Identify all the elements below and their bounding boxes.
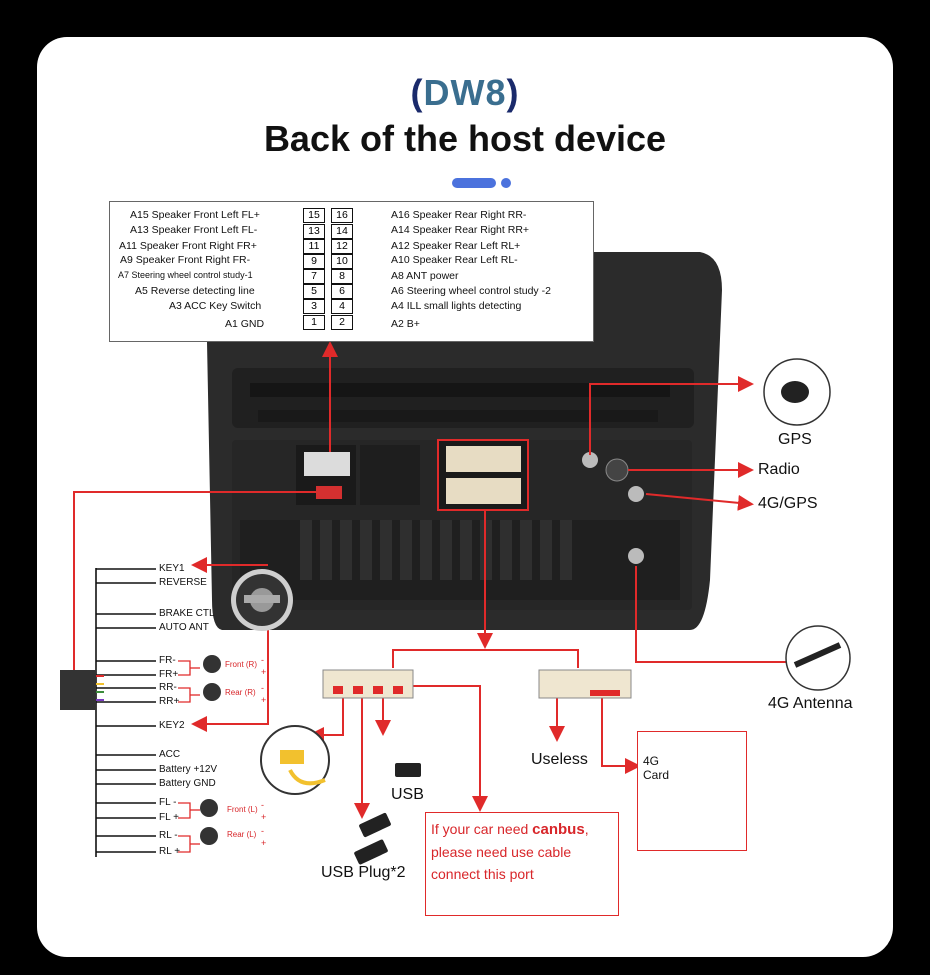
usb-plug-label: USB Plug*2: [321, 864, 406, 881]
polarity-sign: +: [261, 838, 267, 848]
title-underline-dot: [501, 178, 511, 188]
pin-number: 8: [331, 269, 353, 284]
gps4g-label: 4G/GPS: [758, 495, 818, 512]
speaker-label: Front (R): [225, 660, 257, 669]
polarity-sign: +: [261, 812, 267, 822]
pin-label-left: A11 Speaker Front Right FR+: [119, 240, 257, 252]
pin-label-left: A3 ACC Key Switch: [169, 300, 262, 312]
pin-label-left: A1 GND: [225, 318, 265, 330]
wire-label: FL +: [159, 812, 179, 823]
pin-label-right: A14 Speaker Rear Right RR+: [391, 224, 530, 236]
card-4g-label: 4G: [643, 754, 660, 768]
pin-number: 15: [303, 208, 325, 223]
pin-label-left: A7 Steering wheel control study-1: [118, 270, 253, 280]
speaker-label: Rear (R): [225, 688, 256, 697]
usb-label: USB: [391, 786, 424, 803]
wire-label: RR-: [159, 682, 177, 693]
canbus-note: If your car need canbus, please need use…: [425, 812, 619, 916]
wire-label: Battery +12V: [159, 764, 218, 775]
wire-label: KEY1: [159, 563, 185, 574]
polarity-sign: +: [261, 695, 267, 705]
wire-label: ACC: [159, 749, 181, 760]
polarity-sign: -: [261, 800, 264, 810]
pin-number: 2: [331, 315, 353, 330]
card-4g-box: 4G Card: [637, 731, 747, 851]
pin-label-left: A15 Speaker Front Left FL+: [130, 209, 260, 221]
pin-number: 7: [303, 269, 325, 284]
pin-number: 3: [303, 299, 325, 314]
pin-number: 6: [331, 284, 353, 299]
wire-label: FR+: [159, 669, 179, 680]
speaker-label: Rear (L): [227, 830, 257, 839]
pin-label-left: A13 Speaker Front Left FL-: [130, 224, 258, 236]
pin-label-right: A2 B+: [391, 318, 420, 330]
wire-label: FL -: [159, 797, 177, 808]
wire-label: Battery GND: [159, 778, 216, 789]
pin-number: 10: [331, 254, 353, 269]
pin-number: 1: [303, 315, 325, 330]
polarity-sign: -: [261, 655, 264, 665]
pin-number: 13: [303, 224, 325, 239]
canbus-line-2: please need use cable: [431, 844, 572, 860]
wire-label: KEY2: [159, 720, 185, 731]
wire-label: BRAKE CTL: [159, 608, 215, 619]
canbus-line-3: connect this port: [431, 866, 534, 882]
antenna-label: 4G Antenna: [768, 695, 853, 712]
wire-label: AUTO ANT: [159, 622, 209, 633]
pin-label-right: A16 Speaker Rear Right RR-: [391, 209, 527, 221]
wire-label: REVERSE: [159, 577, 207, 588]
pinout-table: A15 Speaker Front Left FL+ 15 16 A16 Spe…: [109, 201, 594, 342]
wire-label: RR+: [159, 696, 180, 707]
model-name: (DW8): [410, 72, 520, 113]
pin-number: 14: [331, 224, 353, 239]
pin-number: 16: [331, 208, 353, 223]
wire-label: RL -: [159, 830, 178, 841]
pin-label-left: A9 Speaker Front Right FR-: [120, 254, 251, 266]
title-underline-pill: [452, 178, 496, 188]
canbus-line-1: If your car need canbus,: [431, 821, 589, 838]
pin-number: 12: [331, 239, 353, 254]
pin-label-right: A6 Steering wheel control study -2: [391, 285, 551, 297]
pin-label-right: A8 ANT power: [391, 270, 459, 282]
polarity-sign: -: [261, 683, 264, 693]
steering-wheel-image: [231, 569, 293, 631]
pin-label-right: A4 ILL small lights detecting: [391, 300, 522, 312]
speaker-label: Front (L): [227, 805, 258, 814]
wire-label: RL +: [159, 846, 181, 857]
gps-label: GPS: [778, 431, 812, 448]
pin-label-left: A5 Reverse detecting line: [135, 285, 255, 297]
pin-number: 9: [303, 254, 325, 269]
page-title: Back of the host device: [263, 118, 667, 159]
useless-label: Useless: [531, 751, 588, 768]
polarity-sign: +: [261, 667, 267, 677]
polarity-sign: -: [261, 826, 264, 836]
pin-label-right: A12 Speaker Rear Left RL+: [391, 240, 521, 252]
pin-number: 11: [303, 239, 325, 254]
pin-number: 4: [331, 299, 353, 314]
pin-label-right: A10 Speaker Rear Left RL-: [391, 254, 518, 266]
card-word-label: Card: [643, 768, 670, 782]
radio-label: Radio: [758, 461, 800, 478]
pin-number: 5: [303, 284, 325, 299]
wire-label: FR-: [159, 655, 176, 666]
